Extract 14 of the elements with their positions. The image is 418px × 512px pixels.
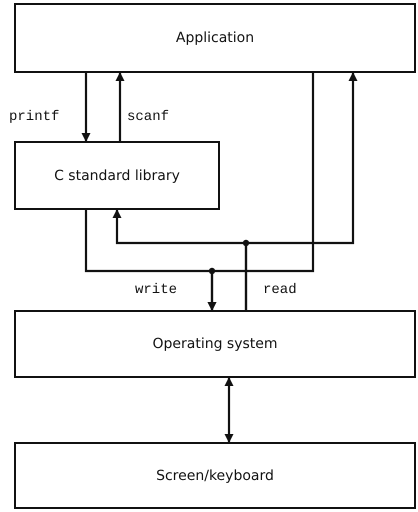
edge-label: printf [8,109,60,125]
arrow [224,377,234,443]
process-box [14,310,416,378]
arrow [244,72,358,311]
box-label: Application [176,30,254,46]
box-label: Screen/keyboard [156,468,274,484]
arrow [208,72,314,311]
box-label: C standard library [54,168,180,184]
arrow [82,72,90,142]
process-box [14,442,416,509]
process-box [14,3,416,73]
arrow [116,72,124,142]
box-label: Operating system [152,336,278,352]
process-box [14,141,220,210]
